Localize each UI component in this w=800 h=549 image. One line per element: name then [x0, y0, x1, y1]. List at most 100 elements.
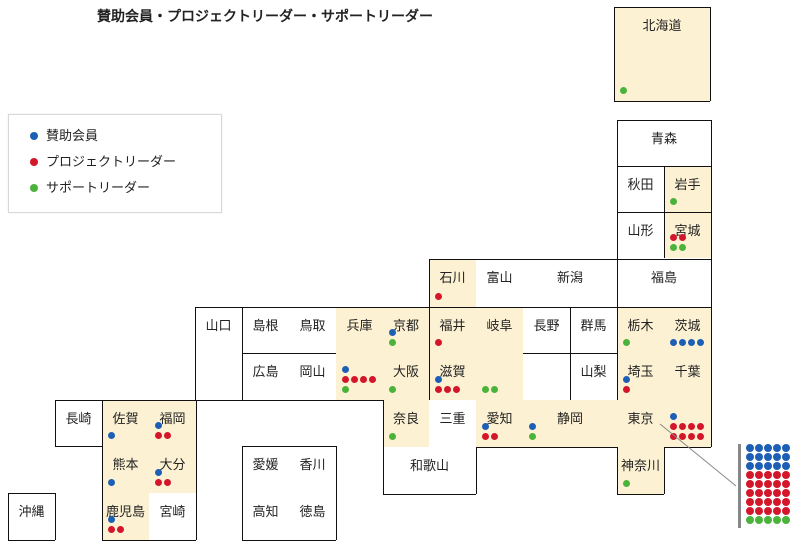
prefecture-yamanashi: 山梨: [570, 353, 617, 400]
green-dot: [482, 386, 489, 393]
red-dot: [755, 498, 763, 506]
red-dot: [755, 489, 763, 497]
red-dot: [670, 423, 677, 430]
prefecture-kagoshima: 鹿児島: [102, 493, 149, 540]
prefecture-kumamoto: 熊本: [102, 446, 149, 493]
map-border: [242, 446, 243, 540]
red-dot: [155, 432, 162, 439]
prefecture-name: 広島: [252, 365, 279, 380]
map-border: [711, 120, 712, 307]
prefecture-name: 群馬: [580, 319, 607, 334]
red-dot: [773, 498, 781, 506]
prefecture-hiroshima: 広島: [242, 353, 289, 400]
member-dots: [108, 432, 117, 442]
green-dot: [491, 386, 498, 393]
prefecture-name: 沖縄: [18, 505, 45, 520]
prefecture-name: 熊本: [112, 458, 139, 473]
map-border: [664, 447, 665, 494]
prefecture-akita: 秋田: [617, 166, 664, 212]
map-border: [102, 400, 103, 540]
legend-item-sanjo: 賛助会員: [30, 127, 98, 147]
red-dot: [764, 507, 772, 515]
red-dot: [782, 480, 790, 488]
red-dot: [670, 433, 677, 440]
blue-dot: [764, 444, 772, 452]
red-dot: [773, 471, 781, 479]
page-title: 賛助会員・プロジェクトリーダー・サポートリーダー: [97, 9, 433, 25]
member-dots: [623, 376, 632, 396]
member-dots: [482, 423, 500, 443]
red-dot: [782, 498, 790, 506]
prefecture-name: 岐阜: [486, 319, 513, 334]
member-dots: [155, 422, 173, 442]
prefecture-name: 福岡: [159, 412, 186, 427]
member-dots: [435, 339, 444, 349]
red-dot: [782, 507, 790, 515]
green-dot: [755, 516, 763, 524]
prefecture-name: 新潟: [556, 271, 583, 286]
legend: 賛助会員 プロジェクトリーダー サポートリーダー: [8, 114, 222, 213]
prefecture-name: 長野: [533, 319, 560, 334]
red-dot: [360, 376, 367, 383]
member-dots: [389, 329, 398, 349]
green-dot: [623, 480, 630, 487]
prefecture-yamagata: 山形: [617, 212, 664, 258]
map-border: [242, 540, 336, 541]
blue-dot: [755, 462, 763, 470]
red-dot: [435, 339, 442, 346]
blue-dot: [342, 366, 349, 373]
prefecture-gifu: 岐阜: [476, 307, 523, 400]
red-dot: [773, 489, 781, 497]
prefecture-fukushima: 福島: [617, 259, 711, 307]
prefecture-name: 福島: [650, 271, 677, 286]
blue-dot: [389, 329, 396, 336]
map-border: [617, 447, 618, 494]
blue-dot: [155, 469, 162, 476]
prefecture-name: 神奈川: [620, 459, 660, 474]
red-dot: [688, 433, 695, 440]
red-dot: [782, 471, 790, 479]
member-dots: [529, 423, 538, 443]
prefecture-tochigi: 栃木: [617, 307, 664, 353]
red-dot-icon: [30, 157, 38, 166]
prefecture-name: 和歌山: [409, 459, 449, 474]
prefecture-nara: 奈良: [383, 400, 429, 447]
red-dot: [755, 480, 763, 488]
blue-dot: [773, 444, 781, 452]
map-border: [664, 447, 711, 448]
prefecture-miyagi: 宮城: [664, 212, 711, 258]
prefecture-aomori: 青森: [617, 120, 711, 166]
prefecture-aichi: 愛知: [476, 400, 523, 447]
prefecture-name: 鳥取: [299, 319, 326, 334]
green-dot: [670, 198, 677, 205]
blue-dot: [697, 339, 704, 346]
red-dot: [746, 498, 754, 506]
red-dot: [670, 234, 677, 241]
prefecture-niigata: 新潟: [523, 259, 617, 307]
prefecture-name: 大分: [159, 458, 186, 473]
blue-dot: [755, 444, 763, 452]
prefecture-shimane: 島根: [242, 307, 289, 353]
member-dots: [620, 87, 629, 97]
prefecture-name: 愛知: [486, 412, 513, 427]
blue-dot: [155, 422, 162, 429]
prefecture-ehime: 愛媛: [242, 446, 289, 493]
red-dot: [697, 433, 704, 440]
member-dots: [435, 293, 444, 303]
blue-dot: [746, 444, 754, 452]
map-border: [617, 120, 711, 121]
red-dot: [369, 376, 376, 383]
member-dots: [108, 516, 126, 536]
red-dot: [746, 471, 754, 479]
red-dot: [491, 433, 498, 440]
map-border: [196, 400, 197, 540]
map-border: [55, 493, 56, 540]
prefecture-okinawa: 沖縄: [8, 493, 55, 540]
legend-item-project-leader: プロジェクトリーダー: [30, 153, 176, 173]
prefecture-okayama: 岡山: [289, 353, 336, 400]
prefecture-name: 青森: [650, 132, 677, 147]
red-dot: [755, 507, 763, 515]
prefecture-name: 秋田: [627, 178, 654, 193]
green-dot: [389, 433, 396, 440]
prefecture-name: 京都: [392, 319, 419, 334]
